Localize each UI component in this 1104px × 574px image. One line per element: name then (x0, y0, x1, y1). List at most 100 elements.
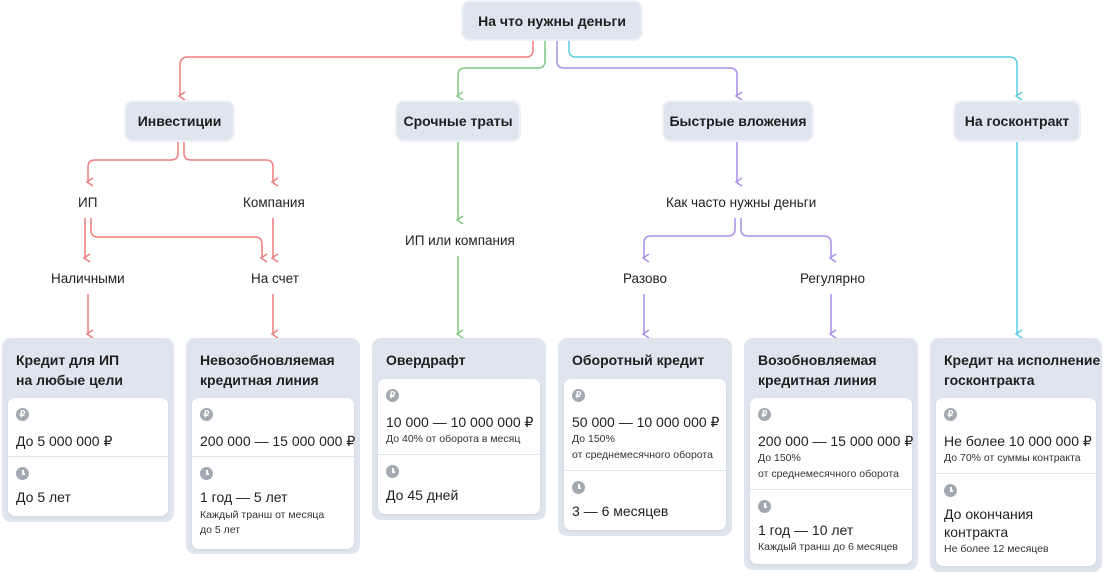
product-card-overdraft: Овердрафт ₽ 10 000 — 10 000 000 ₽ До 40%… (372, 338, 546, 520)
amount-value: 50 000 — 10 000 000 ₽ (572, 414, 720, 430)
clock-icon (16, 467, 29, 480)
label-regular: Регулярно (800, 271, 865, 286)
label-cash: Наличными (51, 271, 125, 286)
amount-section: ₽ 10 000 — 10 000 000 ₽ До 40% от оборот… (378, 379, 540, 454)
term-value: До 45 дней (386, 487, 459, 503)
label-ip-or-company: ИП или компания (405, 233, 515, 248)
card-title: Возобновляемая кредитная линия (758, 350, 877, 390)
amount-note: До 40% от оборота в месяц (386, 433, 521, 445)
edge-howoften-regular (740, 218, 837, 263)
card-details: ₽ Не более 10 000 000 ₽ До 70% от суммы … (936, 398, 1096, 566)
edge-investments-company (183, 141, 279, 187)
amount-note: До 150% (758, 452, 801, 464)
amount-section: ₽ Не более 10 000 000 ₽ До 70% от суммы … (936, 398, 1096, 473)
ruble-icon: ₽ (16, 408, 29, 421)
amount-section: ₽ 50 000 — 10 000 000 ₽ До 150% от средн… (564, 379, 726, 470)
term-value: До 5 лет (16, 489, 71, 505)
card-details: ₽ 10 000 — 10 000 000 ₽ До 40% от оборот… (378, 379, 540, 514)
term-value: 3 — 6 месяцев (572, 503, 669, 519)
card-title: Кредит для ИП на любые цели (16, 350, 123, 390)
ruble-icon: ₽ (944, 408, 957, 421)
term-note: до 5 лет (200, 524, 241, 536)
amount-value: 200 000 — 15 000 000 ₽ (758, 433, 914, 449)
amount-value: 200 000 — 15 000 000 ₽ (200, 433, 356, 449)
term-section: 1 год — 5 лет Каждый транш от месяца до … (192, 456, 354, 550)
term-value: 1 год — 5 лет (200, 489, 288, 505)
amount-section: ₽ 200 000 — 15 000 000 ₽ До 150% от сред… (750, 398, 914, 489)
card-title-line: кредитная линия (200, 372, 319, 388)
edge-root-gov (568, 40, 1023, 101)
term-section: 3 — 6 месяцев (564, 470, 726, 531)
ruble-icon: ₽ (200, 408, 213, 421)
label-how-often: Как часто нужны деньги (666, 195, 817, 210)
card-title-line: Невозобновляемая (200, 352, 335, 368)
amount-section: ₽ 200 000 — 15 000 000 ₽ (192, 398, 356, 456)
root-label: На что нужны деньги (478, 12, 626, 29)
category-gov: На госконтракт (953, 100, 1081, 142)
amount-note: До 150% (572, 433, 615, 445)
amount-note: от среднемесячного оборота (572, 449, 713, 461)
category-gov-label: На госконтракт (964, 113, 1070, 129)
ruble-icon: ₽ (758, 408, 771, 421)
card-title-line: Кредит для ИП (16, 352, 120, 368)
edge-howoften-once (641, 218, 736, 263)
term-value: До окончания (944, 506, 1034, 522)
category-quick: Быстрые вложения (662, 100, 814, 142)
clock-icon (386, 465, 399, 478)
label-to-account: На счет (251, 271, 299, 286)
card-title-line: Оборотный кредит (572, 352, 705, 368)
amount-section: ₽ До 5 000 000 ₽ (8, 398, 168, 456)
card-title-line: на любые цели (16, 372, 123, 388)
category-urgent-label: Срочные траты (403, 113, 513, 129)
edge-root-investments (177, 40, 534, 101)
term-value-line2: контракта (944, 524, 1009, 540)
card-details: ₽ 50 000 — 10 000 000 ₽ До 150% от средн… (564, 379, 726, 530)
term-section: До 45 дней (378, 454, 540, 515)
edge-root-urgent (455, 40, 546, 101)
product-card-nonrevolving-line: Невозобновляемая кредитная линия ₽ 200 0… (186, 338, 360, 554)
clock-icon (758, 500, 771, 513)
card-details: ₽ 200 000 — 15 000 000 ₽ 1 год — 5 лет К… (192, 398, 356, 550)
card-title-line: Овердрафт (386, 352, 466, 368)
card-title-line: Кредит на исполнение (944, 352, 1101, 368)
card-title: Оборотный кредит (572, 350, 704, 370)
ruble-icon: ₽ (386, 389, 399, 402)
category-investments: Инвестиции (124, 100, 235, 142)
clock-icon (200, 467, 213, 480)
amount-value: До 5 000 000 ₽ (16, 433, 113, 449)
amount-value: 10 000 — 10 000 000 ₽ (386, 414, 534, 430)
amount-note: от среднемесячного оборота (758, 468, 899, 480)
root-node: На что нужны деньги (461, 0, 643, 41)
product-card-gov-contract: Кредит на исполнение госконтракта ₽ Не б… (930, 338, 1102, 572)
term-note: Не более 12 месяцев (944, 543, 1049, 555)
card-details: ₽ 200 000 — 15 000 000 ₽ До 150% от сред… (750, 398, 914, 565)
edge-investments-ip (85, 141, 179, 187)
category-investments-label: Инвестиции (137, 113, 222, 129)
card-details: ₽ До 5 000 000 ₽ До 5 лет (8, 398, 168, 516)
label-ip: ИП (78, 195, 98, 210)
ruble-icon: ₽ (572, 389, 585, 402)
card-title-line: госконтракта (944, 372, 1035, 388)
term-value: 1 год — 10 лет (758, 522, 854, 538)
amount-note: До 70% от суммы контракта (944, 452, 1081, 464)
term-note: Каждый транш от месяца (200, 509, 325, 521)
label-once: Разово (623, 271, 667, 286)
card-title: Овердрафт (386, 350, 465, 370)
card-title: Невозобновляемая кредитная линия (200, 350, 335, 390)
term-section: До 5 лет (8, 456, 168, 517)
clock-icon (572, 481, 585, 494)
label-company: Компания (243, 195, 305, 210)
product-card-revolving-line: Возобновляемая кредитная линия ₽ 200 000… (744, 338, 918, 570)
card-title: Кредит на исполнение госконтракта (944, 350, 1100, 390)
card-title-line: Возобновляемая (758, 352, 877, 368)
category-urgent: Срочные траты (395, 100, 521, 142)
amount-value: Не более 10 000 000 ₽ (944, 433, 1092, 449)
card-title-line: кредитная линия (758, 372, 877, 388)
term-note: Каждый транш до 6 месяцев (758, 541, 899, 553)
product-card-working-capital: Оборотный кредит ₽ 50 000 — 10 000 000 ₽… (558, 338, 732, 536)
category-quick-label: Быстрые вложения (669, 113, 807, 129)
term-section: До окончания контракта Не более 12 месяц… (936, 473, 1096, 567)
term-section: 1 год — 10 лет Каждый транш до 6 месяцев (750, 489, 912, 565)
clock-icon (944, 484, 957, 497)
